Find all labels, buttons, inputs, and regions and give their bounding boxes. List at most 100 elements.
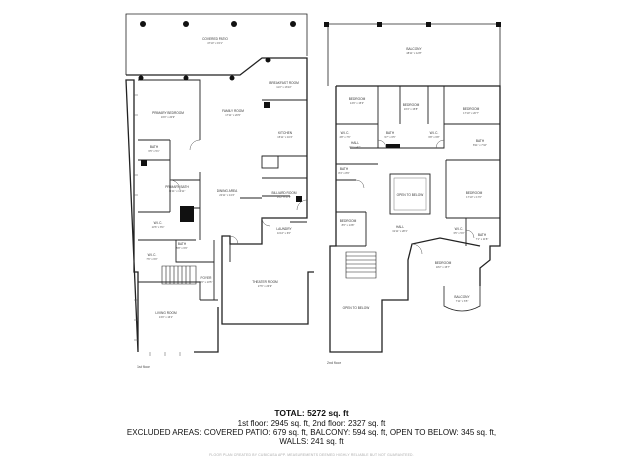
room-label: THEATER ROOM: [252, 280, 278, 284]
room-dims: 8'6" x 14'8": [342, 223, 355, 227]
room-dims: 17'11" x 20'9": [225, 113, 241, 117]
room-label: BATH: [386, 131, 395, 135]
second-floor-exterior-wall: [329, 85, 501, 353]
floor-areas: 1st floor: 2945 sq. ft, 2nd floor: 2327 …: [237, 419, 386, 428]
room-label: FOYER: [201, 276, 213, 280]
column-block-3: [296, 196, 302, 202]
room-dims: 11'11" x 13'11": [169, 189, 186, 193]
room-dims: 8'0" x 10'5": [200, 280, 213, 284]
walls-area: WALLS: 241 sq. ft: [279, 437, 344, 446]
room-label: OPEN TO BELOW: [343, 306, 370, 310]
room-label: BATH: [150, 145, 159, 149]
room-dims: 20'11" x 13'4": [219, 193, 235, 197]
room-dims: 7'11" x 6'5": [456, 299, 469, 303]
room-label: W.I.C.: [455, 227, 464, 231]
second-floor-room-labels: BALCONY 48'11" x 12'8" BEDROOM 14'9" x 1…: [338, 47, 488, 310]
room-dims: 47'10" x 15'1": [207, 41, 223, 45]
room-label: BALCONY: [454, 295, 470, 299]
patio-columns: [138, 21, 296, 81]
room-dims: 13'0" x 16'1": [159, 315, 173, 319]
fireplace-block: [180, 206, 194, 222]
room-label: PRIMARY BEDROOM: [152, 111, 184, 115]
balcony-columns: [324, 22, 501, 27]
room-dims: 31'11" x 28'1": [392, 229, 408, 233]
room-label: BEDROOM: [463, 107, 480, 111]
room-label: BALCONY: [406, 47, 422, 51]
room-dims: 14'9" x 15'3": [350, 101, 364, 105]
room-dims: 3'5" x 5'0": [453, 231, 464, 235]
room-dims: 15'11" x 16'4": [277, 135, 293, 139]
room-dims: 27'6" x 23'9": [258, 284, 272, 288]
total-area: TOTAL: 5272 sq. ft: [274, 408, 349, 418]
balcony-outline: [327, 23, 501, 86]
room-label: BATH: [340, 167, 349, 171]
room-label: COVERED PATIO: [202, 37, 228, 41]
room-dims: 11'2" x 16'10": [276, 85, 292, 89]
room-dims: 8'4" x 8'9": [338, 171, 349, 175]
room-dims: 4'8" x 7'6": [339, 135, 350, 139]
second-floor-interior-walls: [336, 86, 500, 247]
room-dims: 13'6" x 8'4": [152, 225, 165, 229]
room-label: W.I.C.: [148, 253, 157, 257]
room-label: LAUNDRY: [276, 227, 292, 231]
second-floor-label: 2nd floor: [327, 361, 342, 365]
closet-block: [386, 144, 400, 148]
room-label: BILLIARD ROOM: [272, 191, 297, 195]
first-floor-stairs: [161, 265, 197, 285]
disclaimer-note: FLOOR PLAN CREATED BY CUBICASA APP. MEAS…: [209, 453, 414, 457]
first-floor-exterior-wall: [125, 57, 314, 353]
room-label: FAMILY ROOM: [222, 109, 244, 113]
room-label: W.I.C.: [341, 131, 350, 135]
room-dims: 17'10" x 20'7": [463, 111, 479, 115]
first-floor-window-ticks: [134, 94, 181, 356]
room-dims: 17'10" x 17'0": [466, 195, 482, 199]
second-floor-plan: [324, 22, 501, 353]
room-dims: 11'10" x 6'0": [277, 231, 291, 235]
room-label: BEDROOM: [435, 261, 452, 265]
room-dims: 15'2" x 17'5": [277, 195, 291, 199]
first-floor-door-swings: [169, 139, 308, 245]
room-label: BEDROOM: [403, 103, 420, 107]
room-dims: 6'5" x 5'1": [148, 149, 159, 153]
room-label: W.I.C.: [430, 131, 439, 135]
room-label: BEDROOM: [340, 219, 357, 223]
column-block: [141, 160, 147, 166]
room-dims: 6'1" x 4'2": [349, 145, 360, 149]
open-to-below-void: [389, 173, 431, 215]
room-label: BREAKFAST ROOM: [269, 81, 299, 85]
room-label: BEDROOM: [349, 97, 366, 101]
covered-patio-outline: [125, 13, 308, 75]
excluded-areas: EXCLUDED AREAS: COVERED PATIO: 679 sq. f…: [126, 428, 497, 437]
first-floor-room-labels: COVERED PATIO 47'10" x 15'1" BREAKFAST R…: [146, 37, 299, 319]
first-floor-label: 1st floor: [137, 365, 151, 369]
room-dims: 7'6" x 6'0": [146, 257, 157, 261]
first-floor-plan: [125, 13, 314, 356]
small-balcony-outline: [443, 286, 481, 312]
room-dims: 18'2" x 15'7": [436, 265, 450, 269]
room-dims: 48'11" x 12'8": [406, 51, 422, 55]
floor-plan-drawing: COVERED PATIO 47'10" x 15'1" BREAKFAST R…: [125, 13, 501, 369]
second-floor-stairs: [345, 251, 377, 279]
kitchen-island: [261, 155, 279, 169]
room-label: W.I.C.: [154, 221, 163, 225]
room-label: PRIMARY BATH: [165, 185, 189, 189]
room-label: HALL: [351, 141, 359, 145]
room-label: BATH: [476, 139, 485, 143]
room-dims: 5'8" x 6'9": [176, 246, 187, 250]
second-floor-door-swings: [355, 139, 475, 255]
room-label: OPEN TO BELOW: [397, 193, 424, 197]
room-label: DINING AREA: [217, 189, 238, 193]
room-label: KITCHEN: [278, 131, 293, 135]
column-block-2: [264, 102, 270, 108]
room-dims: 9'7" x 6'5": [384, 135, 395, 139]
room-label: BATH: [478, 233, 487, 237]
room-dims: 8'11" x 7'10": [473, 143, 487, 147]
room-dims: 6'8" x 6'8": [428, 135, 439, 139]
room-label: BEDROOM: [466, 191, 483, 195]
room-dims: 16'0" x 20'9": [161, 115, 175, 119]
room-label: HALL: [396, 225, 404, 229]
room-label: LIVING ROOM: [155, 311, 177, 315]
room-dims: 16'4" x 15'8": [404, 107, 418, 111]
room-label: BATH: [178, 242, 187, 246]
room-dims: 7'1" x 11'8": [476, 237, 489, 241]
